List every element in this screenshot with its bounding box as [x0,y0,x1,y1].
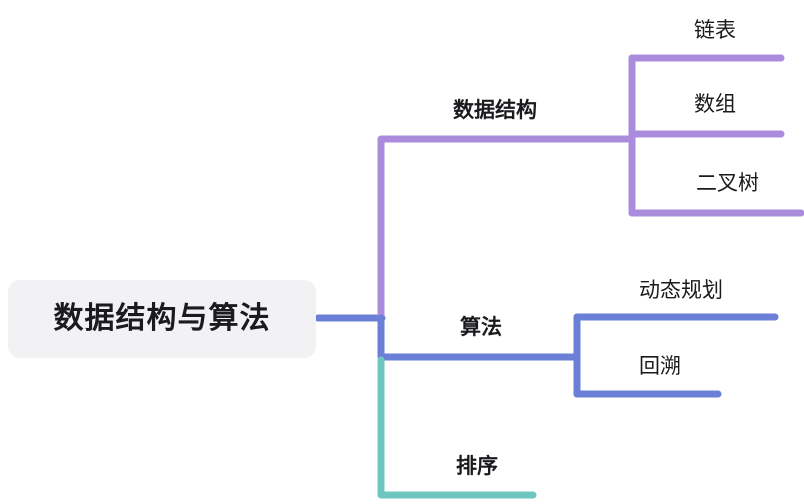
node-binary-tree[interactable]: 二叉树 [696,169,759,197]
node-data-structure[interactable]: 数据结构 [453,96,537,124]
node-sorting[interactable]: 排序 [456,452,498,480]
edge-root-to-data-structure [377,135,636,324]
node-root[interactable]: 数据结构与算法 [8,280,316,358]
node-data-structure-label: 数据结构 [453,98,537,122]
node-array-label: 数组 [694,92,736,116]
node-dynamic-programming[interactable]: 动态规划 [639,276,723,304]
node-linked-list[interactable]: 链表 [694,16,736,44]
node-dynamic-programming-label: 动态规划 [639,278,723,302]
node-array[interactable]: 数组 [694,90,736,118]
node-linked-list-label: 链表 [694,18,736,42]
node-root-label: 数据结构与算法 [53,302,271,335]
node-backtracking-label: 回溯 [639,354,681,378]
node-algorithm[interactable]: 算法 [460,313,502,341]
node-sorting-label: 排序 [456,454,498,478]
node-algorithm-label: 算法 [460,315,502,339]
node-binary-tree-label: 二叉树 [696,171,759,195]
node-backtracking[interactable]: 回溯 [639,352,681,380]
